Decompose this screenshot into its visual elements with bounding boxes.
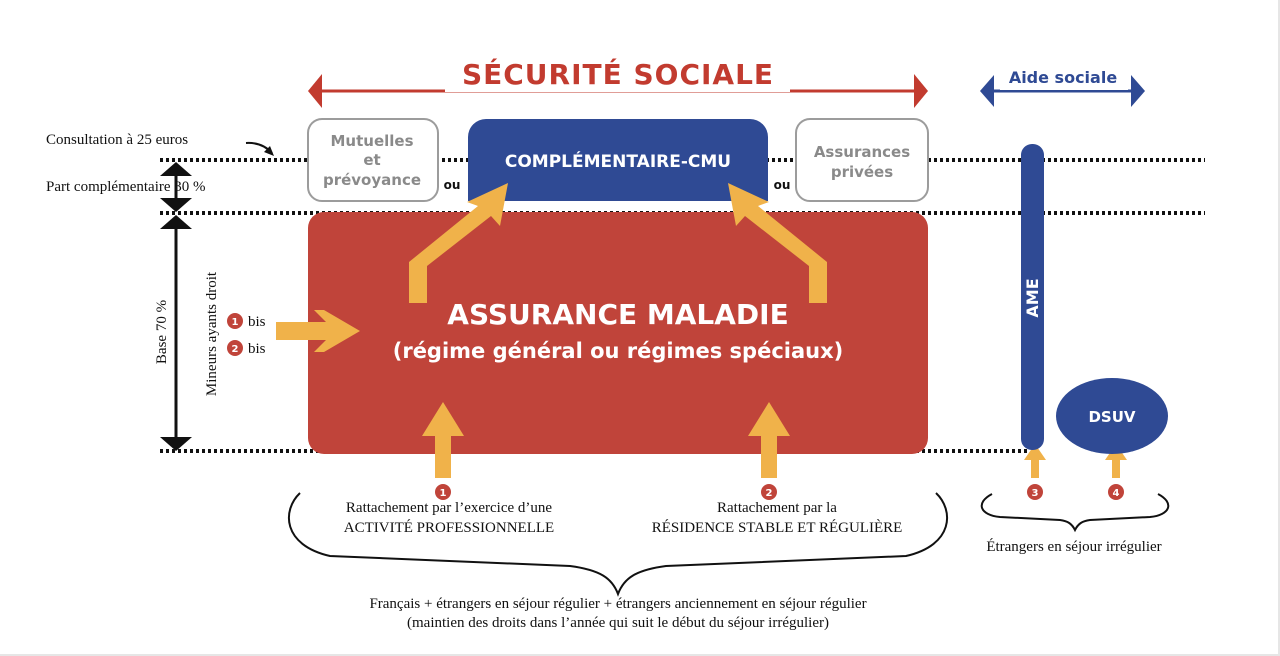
mutuelles-line3: prévoyance [323, 171, 421, 189]
badge-4-number: 4 [1113, 488, 1120, 499]
rattachement-2-line1: Rattachement par la [717, 500, 837, 516]
rattachement-1-line2: ACTIVITÉ PROFESSIONNELLE [344, 519, 554, 536]
assurance-maladie-subtitle: (régime général ou régimes spéciaux) [393, 339, 844, 363]
mutuelles-line1: Mutuelles [330, 132, 413, 150]
arrow-up-icon [422, 402, 464, 478]
dsuv-label: DSUV [1088, 408, 1135, 426]
small-brace [980, 493, 1170, 533]
aide-sociale-header: Aide sociale [980, 64, 1145, 107]
arrow-up-icon [748, 402, 790, 478]
mineurs-label: Mineurs ayants droit [204, 271, 220, 396]
badge-1-number: 1 [232, 317, 239, 328]
orange-arrows [276, 183, 1127, 478]
badge-3: 3 [1027, 484, 1043, 500]
base-label: Base 70 % [154, 300, 170, 364]
arrow-up-left-icon [728, 183, 827, 303]
arrow-up-right-icon [409, 183, 508, 303]
arrow-left-icon [308, 74, 322, 108]
ou-right: ou [774, 178, 791, 192]
securite-sociale-header: SÉCURITÉ SOCIALE [308, 56, 928, 108]
badge-1-number: 1 [440, 488, 447, 499]
rattachement-2-line2: RÉSIDENCE STABLE ET RÉGULIÈRE [652, 519, 903, 536]
badge-1: 1 [435, 484, 451, 500]
cmu-label: COMPLÉMENTAIRE-CMU [505, 150, 731, 172]
badge-1-circle [227, 313, 243, 329]
badge-2: 2 [761, 484, 777, 500]
big-brace [287, 492, 949, 597]
consultation-label: Consultation à 25 euros [46, 132, 188, 148]
badge-2-number: 2 [232, 344, 239, 355]
assurance-maladie-title: ASSURANCE MALADIE [447, 298, 788, 331]
bis2-text: bis [248, 341, 266, 357]
bis1: 1 bis [227, 313, 266, 330]
mutuelles-line2: et [363, 151, 380, 169]
bis1-text: bis [248, 314, 266, 330]
assurances-line1: Assurances [814, 143, 910, 161]
arrow-right-icon [276, 310, 360, 352]
complementaire-cmu-box: COMPLÉMENTAIRE-CMU [468, 119, 768, 201]
assurances-privees-box: Assurances privées [795, 118, 929, 202]
badge-2-number: 2 [766, 488, 773, 499]
summary-line1: Français + étrangers en séjour régulier … [369, 596, 866, 612]
aide-sociale-title: Aide sociale [1009, 68, 1118, 87]
assurance-maladie-box: ASSURANCE MALADIE (régime général ou rég… [308, 212, 928, 454]
bis2: 2 bis [227, 340, 266, 357]
ou-left: ou [444, 178, 461, 192]
ame-bar: AME [1021, 144, 1044, 450]
arrow-left-icon [980, 75, 994, 107]
arrow-right-icon [914, 74, 928, 108]
securite-sociale-title: SÉCURITÉ SOCIALE [462, 57, 774, 91]
rattachement-1-line1: Rattachement par l’exercice d’une [346, 500, 552, 516]
base-height-arrow [160, 215, 192, 451]
arrow-up-icon [1024, 444, 1046, 478]
badge-3-number: 3 [1032, 488, 1039, 499]
summary-line2: (maintien des droits dans l’année qui su… [407, 615, 829, 631]
part-complementaire-label: Part complémentaire 30 % [46, 179, 206, 195]
arrow-right-icon [1131, 75, 1145, 107]
badge-2-circle [227, 340, 243, 356]
dsuv-ellipse: DSUV [1056, 378, 1168, 454]
assurances-line2: privées [831, 163, 893, 181]
etrangers-irreguliers-label: Étrangers en séjour irrégulier [986, 538, 1161, 555]
badge-4: 4 [1108, 484, 1124, 500]
mutuelles-box: Mutuelles et prévoyance [307, 118, 439, 202]
ame-label: AME [1023, 278, 1042, 317]
complementaire-height-arrow [160, 162, 192, 212]
